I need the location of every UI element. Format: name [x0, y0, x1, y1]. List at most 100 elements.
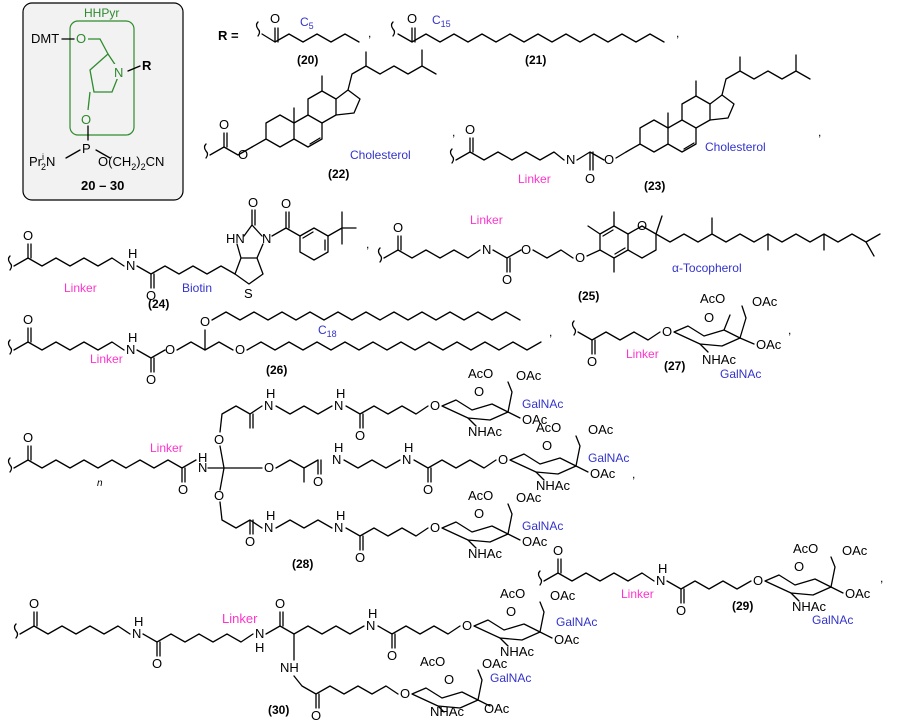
svg-text:GalNAc: GalNAc [522, 397, 563, 411]
svg-text:H: H [134, 614, 143, 629]
p-atom: P [82, 141, 91, 156]
svg-text:H: H [336, 386, 345, 401]
svg-text:N: N [255, 626, 264, 641]
hexadecanoyl-chain [397, 33, 665, 43]
c-o-bond [87, 91, 91, 111]
svg-text:Linker: Linker [150, 441, 183, 455]
svg-text:O: O [23, 430, 33, 445]
svg-text:O: O [200, 314, 210, 329]
svg-text:OAc: OAc [550, 588, 576, 603]
compound-29: O N H O O O AcO OAc OAc NHAc GalNAc Link… [537, 541, 883, 627]
svg-text:AcO: AcO [700, 291, 725, 306]
svg-text:O: O [637, 218, 647, 233]
svg-text:O: O [387, 648, 397, 663]
svg-text:O: O [355, 428, 365, 443]
svg-text:O: O [498, 452, 508, 467]
carbonyl-o: O [270, 11, 280, 26]
svg-text:,: , [632, 467, 635, 481]
svg-text:N: N [126, 342, 135, 357]
wavy-attachment [390, 21, 396, 37]
svg-text:O: O [662, 324, 672, 339]
ring-n-atom: N [114, 65, 123, 80]
svg-text:N: N [334, 520, 343, 535]
hhpyr-label: HHPyr [84, 6, 119, 20]
svg-text:N: N [264, 398, 273, 413]
svg-text:O: O [248, 195, 258, 210]
svg-text:O: O [474, 506, 484, 521]
svg-text:H: H [368, 606, 377, 621]
svg-text:NHAc: NHAc [468, 546, 502, 561]
svg-text:Linker: Linker [64, 281, 97, 295]
svg-text:,: , [366, 237, 369, 251]
c5-label: C5 [300, 15, 314, 31]
svg-text:OAc: OAc [845, 586, 871, 601]
svg-text:O: O [178, 482, 188, 497]
svg-text:,: , [676, 26, 679, 40]
o-atom: O [76, 31, 86, 46]
svg-text:H: H [336, 508, 345, 523]
svg-text:O: O [704, 310, 714, 325]
compound-20-number: (20) [297, 53, 318, 67]
compound-28-number: (28) [292, 557, 313, 571]
ch2-bond [88, 38, 109, 55]
dmt-label: DMT [31, 31, 59, 46]
svg-text:N: N [132, 626, 141, 641]
svg-text:Linker: Linker [222, 611, 258, 626]
svg-text:O: O [462, 618, 472, 633]
svg-text:OAc: OAc [588, 422, 614, 437]
svg-text:OAc: OAc [482, 656, 508, 671]
svg-text:,: , [818, 125, 821, 139]
svg-text:N: N [332, 452, 341, 467]
svg-text:NHAc: NHAc [468, 424, 502, 439]
svg-text:,: , [788, 323, 791, 337]
svg-text:O: O [521, 242, 531, 257]
compound-25: O N O O O O Linker α-Tocopherol (25) [377, 211, 881, 303]
compound-22: O O Cholesterol (22) , [203, 49, 455, 181]
svg-text:O: O [264, 460, 274, 475]
svg-text:OAc: OAc [522, 534, 548, 549]
compound-26: O N H O O O O C18 Linker (26) , [7, 311, 552, 387]
svg-text:OAc: OAc [516, 368, 542, 383]
svg-text:O: O [313, 474, 323, 489]
o-atom-2: O [81, 112, 91, 127]
svg-text:H: H [404, 440, 413, 455]
svg-text:OAc: OAc [516, 490, 542, 505]
svg-text:GalNAc: GalNAc [588, 451, 629, 465]
svg-text:O: O [430, 520, 440, 535]
compound-22-number: (22) [328, 167, 349, 181]
svg-text:GalNAc: GalNAc [812, 613, 853, 627]
compound-21: O C15 (21) , [390, 11, 679, 67]
svg-text:NHAc: NHAc [702, 352, 736, 367]
svg-text:NHAc: NHAc [430, 704, 464, 719]
compound-21-number: (21) [525, 53, 546, 67]
svg-text:O: O [444, 672, 454, 687]
svg-text:O: O [393, 220, 403, 235]
svg-text:N: N [482, 242, 491, 257]
svg-text:O: O [575, 250, 585, 265]
compound-26-number: (26) [266, 363, 287, 377]
svg-text:O: O [474, 384, 484, 399]
compound-23-number: (23) [644, 179, 665, 193]
svg-text:O: O [604, 152, 614, 167]
svg-text:O: O [430, 398, 440, 413]
svg-text:H: H [266, 386, 275, 401]
svg-text:O: O [214, 488, 224, 503]
carbonyl-o: O [407, 11, 417, 26]
compound-27: O O O AcO OAc OAc NHAc Linker GalNAc (27… [571, 291, 791, 381]
n-r-bond [127, 65, 141, 72]
r-equals-label: R = [218, 28, 239, 43]
svg-text:HN: HN [226, 231, 245, 246]
svg-text:Linker: Linker [470, 213, 503, 227]
compound-range-label: 20 – 30 [81, 178, 124, 193]
svg-text:O: O [585, 171, 595, 186]
svg-text:OAc: OAc [842, 543, 868, 558]
svg-text:AcO: AcO [420, 654, 445, 669]
svg-text:O: O [553, 543, 563, 558]
svg-text:H: H [198, 450, 207, 465]
svg-text:OAc: OAc [554, 632, 580, 647]
svg-text:O: O [214, 432, 224, 447]
svg-text:O: O [355, 550, 365, 565]
